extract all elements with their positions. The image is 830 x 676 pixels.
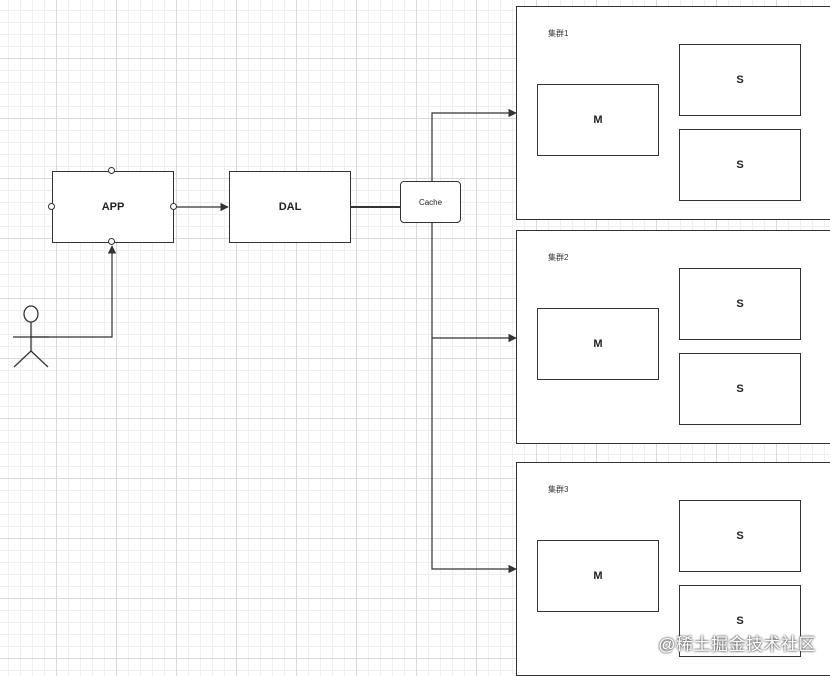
slave-label: S [736, 383, 744, 395]
cluster1-slave-node-1[interactable]: S [679, 44, 801, 116]
master-label: M [593, 338, 603, 350]
slave-label: S [736, 298, 744, 310]
app-left-handle[interactable] [48, 203, 55, 210]
dal-label: DAL [278, 201, 302, 213]
app-bottom-handle[interactable] [108, 238, 115, 245]
cluster2-master-node[interactable]: M [537, 308, 659, 380]
cache-to-cluster1-connector [431, 108, 517, 182]
actor-to-app-connector [30, 245, 117, 338]
cache-to-cluster3-connector [431, 338, 517, 574]
dal-node[interactable]: DAL [229, 171, 351, 243]
cache-node[interactable]: Cache [400, 181, 461, 223]
cluster3-master-node[interactable]: M [537, 540, 659, 612]
slave-label: S [736, 530, 744, 542]
master-label: M [593, 114, 603, 126]
watermark: @稀土掘金技术社区 [658, 635, 816, 654]
cache-label: Cache [418, 197, 443, 207]
app-label: APP [101, 201, 125, 213]
cluster1-master-node[interactable]: M [537, 84, 659, 156]
user-actor-icon [13, 305, 49, 368]
slave-label: S [736, 74, 744, 86]
cluster3-slave-node-1[interactable]: S [679, 500, 801, 572]
app-top-handle[interactable] [108, 167, 115, 174]
app-node[interactable]: APP [52, 171, 174, 243]
cluster-label: 集群1 [548, 29, 569, 38]
app-right-handle[interactable] [170, 203, 177, 210]
cluster-label: 集群2 [548, 253, 569, 262]
master-label: M [593, 570, 603, 582]
cache-to-cluster2-connector [431, 223, 517, 343]
slave-label: S [736, 615, 744, 627]
cluster1-slave-node-2[interactable]: S [679, 129, 801, 201]
cluster2-slave-node-1[interactable]: S [679, 268, 801, 340]
cluster2-slave-node-2[interactable]: S [679, 353, 801, 425]
cluster3-slave-node-2[interactable]: S [679, 585, 801, 657]
cluster-label: 集群3 [548, 485, 569, 494]
slave-label: S [736, 159, 744, 171]
